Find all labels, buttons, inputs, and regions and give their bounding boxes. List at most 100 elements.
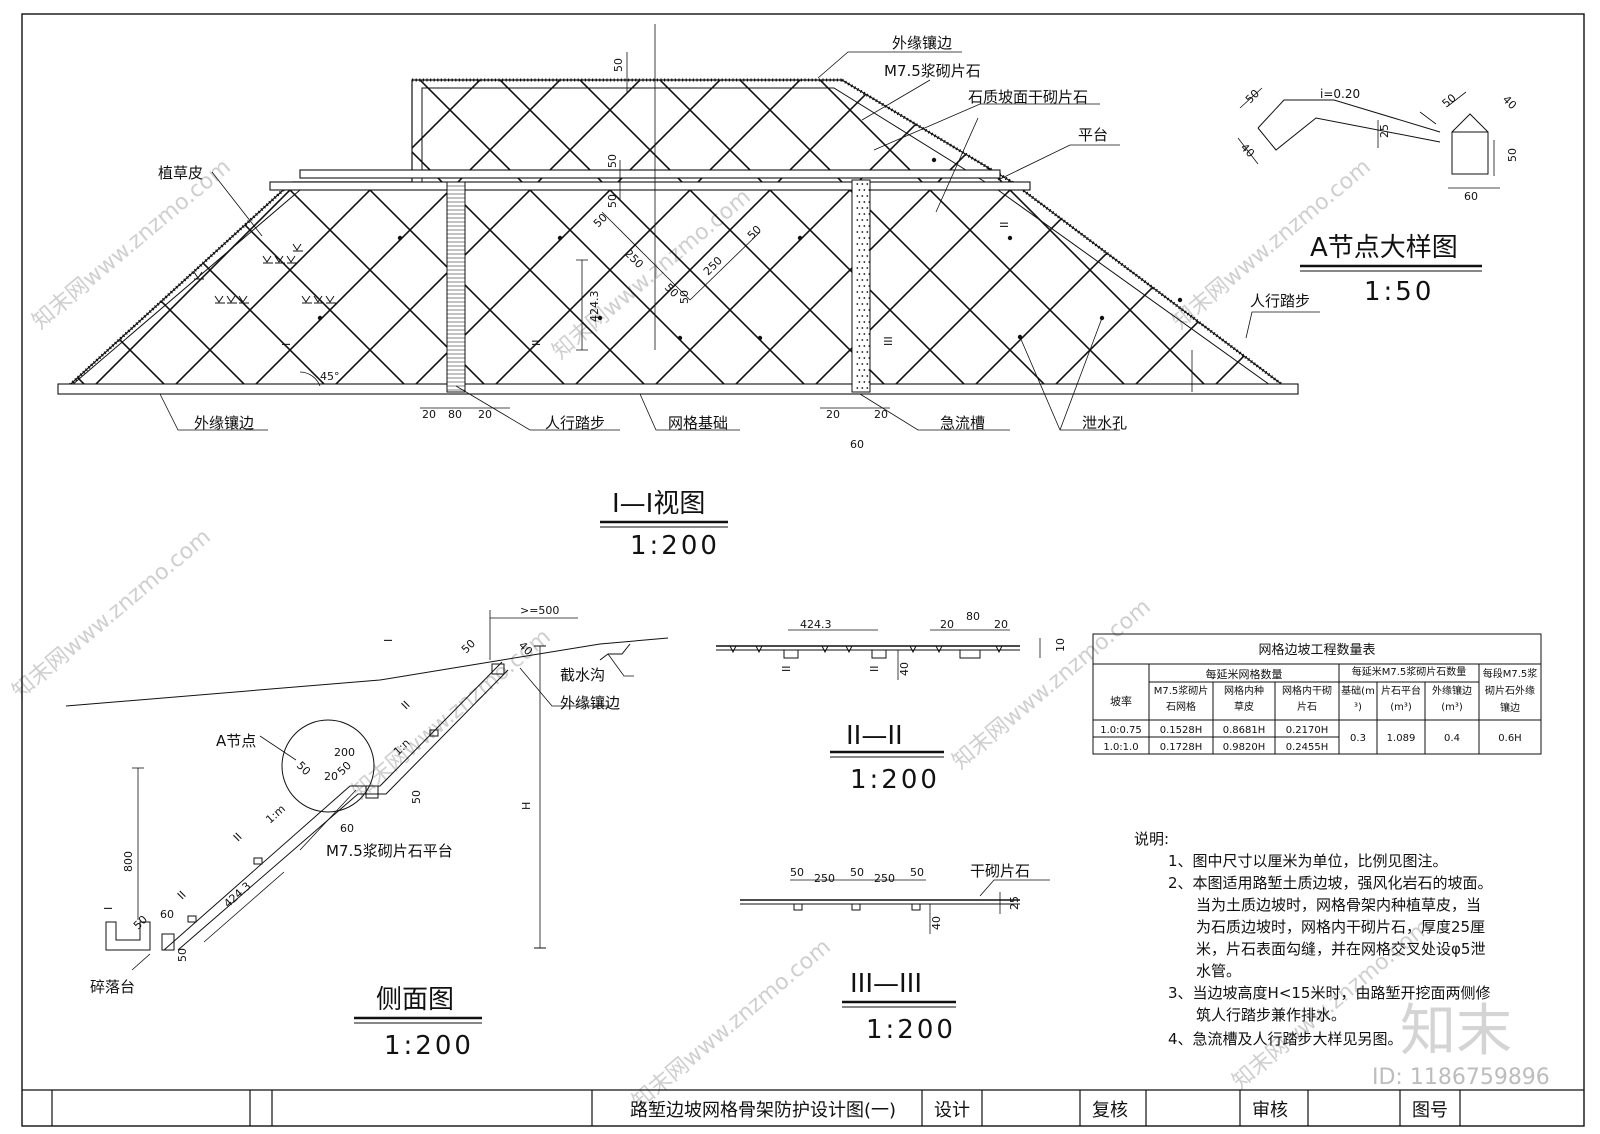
dimension-lines [420, 52, 1193, 409]
label-node-a: A节点 [216, 732, 256, 750]
dim-text: 20 [422, 408, 436, 421]
section-2-marks: II II [780, 666, 881, 673]
dim-text: 25 [1378, 124, 1391, 138]
section-3-dims: 50 250 50 250 50 25 40 [790, 866, 1021, 930]
table-col-header: 外缘镶边(m³) [1432, 686, 1472, 713]
main-view-labels: 外缘镶边 M7.5浆砌片石 石质坡面干砌片石 平台 植草皮 人行踏步 外缘镶边 … [158, 34, 1310, 432]
node-detail-scale: 1:50 [1364, 277, 1434, 307]
side-view [65, 610, 669, 971]
table-group-header: 每段M7.5浆砌片石外缘镶边 [1482, 669, 1538, 714]
approve-label: 审核 [1252, 1100, 1288, 1121]
dim-text: 250 [874, 872, 895, 885]
section-mark: II [868, 666, 881, 673]
label-grass: 植草皮 [158, 164, 203, 182]
dim-text: 60 [850, 438, 864, 451]
section-2-title: II—II 1:200 [830, 721, 944, 795]
table-group-header: 每延米M7.5浆砌片石数量 [1351, 667, 1467, 678]
watermark-text: 知末网www.znzmo.com [548, 184, 756, 364]
main-view-title: I—I视图 1:200 [600, 489, 728, 561]
dim-text: 50 [1506, 148, 1519, 162]
dim-text: i=0.20 [1320, 87, 1360, 101]
dim-text: 40 [1500, 93, 1519, 112]
node-detail [1237, 87, 1500, 189]
label-mortar-platform: M7.5浆砌片石平台 [326, 842, 453, 860]
note-line: 3、当边坡高度H<15米时，由路堑开挖面两侧修 [1168, 984, 1490, 1002]
brand-watermark: 知末 ID: 1186759896 [1372, 999, 1550, 1090]
dim-text: 50 [850, 866, 864, 879]
dim-text: 424.3 [588, 291, 601, 323]
label-slope-m: 1:m [263, 802, 288, 826]
dim-text: 60 [160, 908, 174, 921]
dim-text: >=500 [520, 604, 559, 617]
main-view-scale: 1:200 [630, 531, 720, 561]
section-mark: II [780, 666, 793, 673]
table-cell: 0.1528H [1160, 725, 1203, 736]
dim-text: 80 [448, 408, 462, 421]
table-col-header: 基础(m³) [1341, 686, 1375, 713]
label-dry-stone: 干砌片石 [970, 862, 1030, 880]
table-cell: 0.6H [1498, 733, 1521, 744]
dim-text: 20 [940, 618, 954, 631]
dim-text: 250 [814, 872, 835, 885]
section-2-scale: 1:200 [850, 765, 940, 795]
section-mark: II [175, 888, 189, 902]
dim-text: 50 [606, 194, 619, 208]
label-grid-foundation: 网格基础 [668, 414, 728, 432]
note-line: 米，片石表面勾缝，并在网格交叉处设φ5泄 [1196, 940, 1485, 958]
dim-text: 800 [122, 851, 135, 872]
label-angle: 45° [320, 370, 340, 383]
dim-text: 50 [410, 790, 423, 804]
node-detail-title-text: A节点大样图 [1310, 233, 1458, 263]
dim-text: 250 [701, 254, 725, 278]
dim-text: 50 [745, 223, 764, 242]
dim-text: 424.3 [800, 618, 832, 631]
table-group-header: 每延米网格数量 [1206, 667, 1283, 681]
main-view-title-text: I—I视图 [612, 489, 705, 519]
table-col-header: 网格内种草皮 [1224, 686, 1264, 713]
grass-marks [193, 243, 336, 304]
section-mark: II [399, 698, 413, 712]
section-mark: II [998, 222, 1011, 229]
dim-text: 25 [1008, 896, 1021, 910]
dim-text: 40 [898, 662, 911, 676]
table-cell: 0.8681H [1223, 725, 1266, 736]
main-view-dims: 50 50 50 50 250 250 50 50 424.3 50 20 80… [422, 58, 888, 451]
table-cell: 1.0:0.75 [1100, 725, 1142, 736]
review-label: 复核 [1092, 1100, 1128, 1121]
section-mark: I [102, 907, 115, 910]
table-cell: 0.4 [1444, 733, 1460, 744]
label-height: H [520, 802, 533, 810]
dim-text: 40 [930, 916, 943, 930]
main-view [57, 24, 1320, 431]
dim-text: 50 [176, 948, 189, 962]
drawing-no-label: 图号 [1412, 1100, 1448, 1121]
label-debris-platform: 碎落台 [90, 978, 135, 996]
node-detail-title: A节点大样图 1:50 [1300, 233, 1482, 307]
dim-text: 50 [591, 211, 610, 230]
label-steps-bottom: 人行踏步 [545, 414, 605, 432]
label-drain-holes: 泄水孔 [1082, 414, 1127, 432]
brand-logo: 知末 [1400, 999, 1512, 1064]
notes-heading: 说明: [1134, 830, 1169, 848]
dim-text: 50 [612, 58, 625, 72]
watermark-text: 知末网www.znzmo.com [628, 934, 836, 1114]
note-line: 筑人行踏步兼作排水。 [1196, 1006, 1346, 1024]
label-dry-stone-surface: 石质坡面干砌片石 [968, 88, 1088, 106]
drawing-title: 路堑边坡网格骨架防护设计图(一) [630, 1100, 896, 1121]
watermark-text: 知末网www.znzmo.com [8, 524, 216, 704]
dim-text: 200 [334, 746, 355, 759]
side-view-scale: 1:200 [384, 1031, 474, 1061]
platform-beams [57, 169, 1299, 395]
leader-lines [159, 51, 1320, 431]
dim-text: 80 [966, 610, 980, 623]
quantity-table: 网格边坡工程数量表 每延米网格数量 每延米M7.5浆砌片石数量 每段M7.5浆砌… [1092, 633, 1542, 755]
main-section-marks: I II III II [280, 222, 1011, 347]
dim-text: 20 [324, 770, 338, 783]
dim-text: 60 [340, 822, 354, 835]
design-label: 设计 [934, 1100, 970, 1121]
label-outer-edge: 外缘镶边 [560, 694, 620, 712]
section-mark: II [231, 830, 245, 844]
dim-text: 60 [1464, 190, 1478, 203]
dim-text: 50 [1440, 91, 1459, 110]
